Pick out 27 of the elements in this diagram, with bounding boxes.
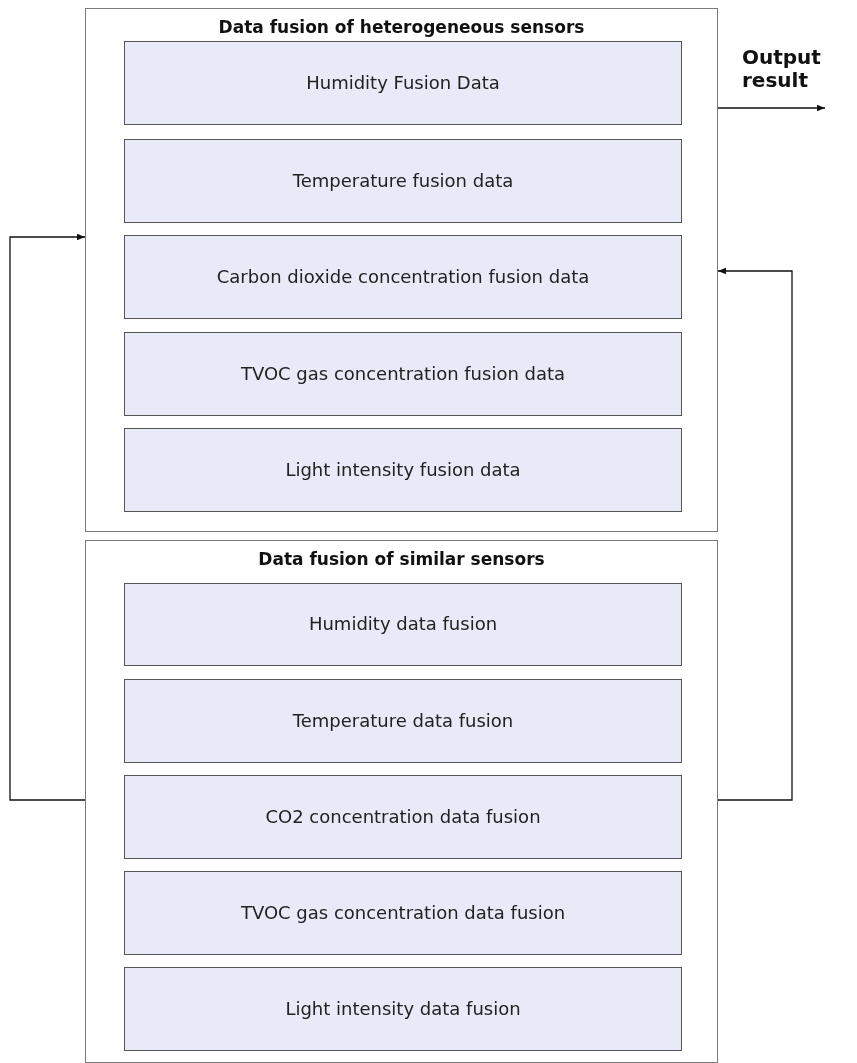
group-title: Data fusion of similar sensors (257, 549, 546, 569)
box-label: Humidity data fusion (308, 612, 498, 637)
process-box (124, 235, 682, 319)
box-label: Temperature fusion data (292, 168, 514, 193)
box-label: TVOC gas concentration data fusion (240, 900, 566, 925)
box-label: TVOC gas concentration fusion data (240, 361, 566, 386)
arrow (9, 233, 86, 801)
arrow (717, 104, 826, 112)
box-label: Carbon dioxide concentration fusion data (216, 264, 590, 289)
process-box (124, 41, 682, 125)
box-label: Temperature data fusion (292, 708, 514, 733)
arrow (717, 267, 793, 801)
group-title: Data fusion of heterogeneous sensors (217, 17, 586, 37)
box-label: CO2 concentration data fusion (265, 804, 541, 829)
process-box (124, 679, 682, 763)
group-panel (85, 540, 718, 1063)
process-box (124, 775, 682, 859)
box-label: Light intensity fusion data (285, 457, 521, 482)
process-box (124, 583, 682, 666)
box-label: Humidity Fusion Data (306, 70, 500, 95)
process-box (124, 967, 682, 1051)
process-box (124, 428, 682, 512)
group-panel (85, 8, 718, 532)
box-label: Light intensity data fusion (285, 996, 521, 1021)
process-box (124, 139, 682, 223)
process-box (124, 332, 682, 416)
process-box (124, 871, 682, 955)
